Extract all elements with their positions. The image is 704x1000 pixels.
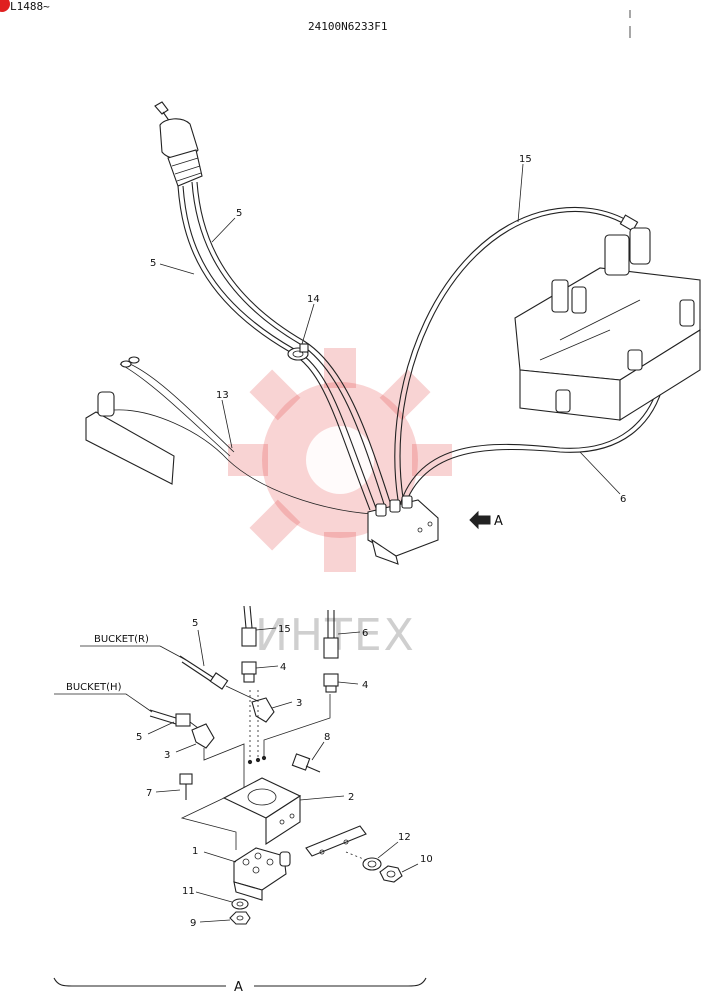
bracket-2 <box>180 777 345 850</box>
callout-bucket-h: BUCKET(H) <box>66 682 122 693</box>
washer-12 <box>362 841 399 871</box>
view-arrow-icon <box>469 510 491 530</box>
washer-11 <box>195 891 249 910</box>
callout-bucket-r: BUCKET(R) <box>94 634 149 645</box>
label-13: 13 <box>216 390 229 401</box>
hose-15 <box>394 206 631 501</box>
control-valve <box>514 227 701 421</box>
mounting-plate <box>305 825 367 861</box>
label-1: 1 <box>192 846 198 857</box>
corner-mark-icon <box>0 0 10 12</box>
pilot-valve-1 <box>203 847 291 901</box>
corner-code: L1488~ <box>10 0 50 13</box>
nut-10 <box>379 863 419 883</box>
view-a-label: A <box>234 980 243 995</box>
joystick-lever <box>154 101 203 187</box>
drawing-number: 24100N6233F1 <box>308 20 387 33</box>
label-15b: 15 <box>278 624 291 635</box>
label-4b: 4 <box>362 680 368 691</box>
hose-6 <box>399 379 661 506</box>
bolt-8 <box>291 741 325 773</box>
view-a-bracket <box>53 977 427 987</box>
label-5c: 5 <box>192 618 198 629</box>
label-5d: 5 <box>136 732 142 743</box>
switch-13 <box>85 356 373 515</box>
label-3b: 3 <box>164 750 170 761</box>
label-9: 9 <box>190 918 196 929</box>
hose-clamp-14 <box>287 343 309 361</box>
view-arrow-label: A <box>494 514 503 529</box>
hose-end-15 <box>241 605 277 647</box>
label-6: 6 <box>620 494 626 505</box>
fitting-4a <box>241 661 279 683</box>
label-8: 8 <box>324 732 330 743</box>
fitting-4b <box>323 673 359 693</box>
label-2: 2 <box>348 792 354 803</box>
hose-end-5-r <box>179 655 261 703</box>
label-3a: 3 <box>296 698 302 709</box>
elbow-fitting-3a <box>251 697 293 723</box>
label-14: 14 <box>307 294 320 305</box>
label-7: 7 <box>146 788 152 799</box>
bolt-7 <box>155 773 193 800</box>
elbow-fitting-3b <box>175 723 215 753</box>
pilot-block-assembly <box>367 495 439 565</box>
label-6b: 6 <box>362 628 368 639</box>
label-5b: 5 <box>150 258 156 269</box>
label-15: 15 <box>519 154 532 165</box>
label-12: 12 <box>398 832 411 843</box>
label-11: 11 <box>182 886 195 897</box>
label-5a: 5 <box>236 208 242 219</box>
nut-9 <box>199 911 251 925</box>
label-10: 10 <box>420 854 433 865</box>
hose-end-6 <box>323 610 361 659</box>
hose-end-5-h <box>149 709 207 735</box>
assembly-guide-lines <box>203 690 331 790</box>
label-4a: 4 <box>280 662 286 673</box>
